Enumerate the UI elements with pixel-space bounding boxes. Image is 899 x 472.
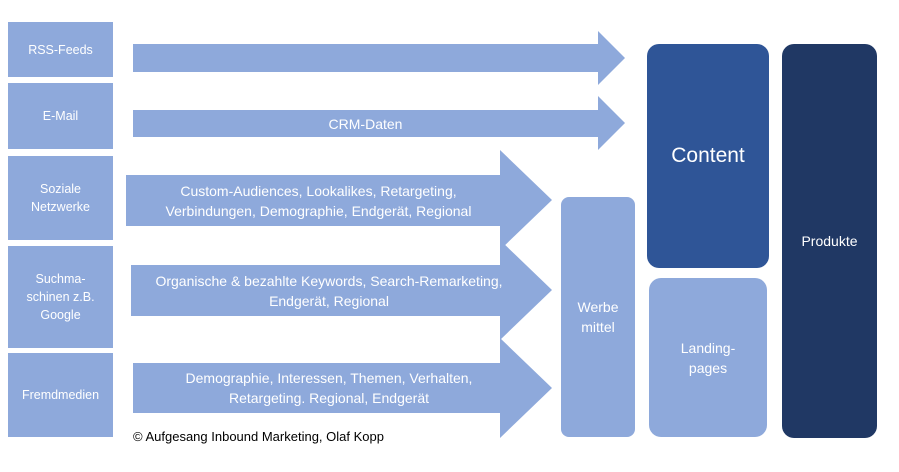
werbemittel-label: Werbe mittel — [577, 299, 619, 335]
copyright-footer: © Aufgesang Inbound Marketing, Olaf Kopp — [133, 429, 384, 444]
landing-pages-label: Landing-pages — [680, 339, 736, 376]
box-produkte: Produkte — [782, 44, 877, 438]
social-targeting-text: Custom-Audiences, Lookalikes, Retargetin… — [165, 182, 472, 219]
source-email: E-Mail — [8, 83, 113, 149]
source-search-engines-label: Suchma-schinen z.B. Google — [26, 272, 95, 322]
box-content: Content — [647, 44, 769, 268]
arrow-search — [131, 240, 552, 340]
box-landing-pages: Landing-pages — [649, 278, 767, 437]
arrow-email — [133, 96, 625, 150]
arrow-social-label: Custom-Audiences, Lookalikes, Retargetin… — [146, 175, 491, 226]
arrow-crm-label: CRM-Daten — [133, 110, 598, 137]
arrow-search-label: Organische & bezahlte Keywords, Search-R… — [140, 265, 518, 316]
source-external-media-label: Fremdmedien — [21, 388, 100, 402]
source-rss-feeds: RSS-Feeds — [8, 22, 113, 77]
arrow-media-label: Demographie, Interessen, Themen, Verhalt… — [170, 363, 488, 413]
source-search-engines: Suchma-schinen z.B. Google — [8, 246, 113, 348]
arrow-rss — [133, 31, 625, 85]
arrow-social — [126, 150, 552, 250]
crm-data-text: CRM-Daten — [328, 115, 403, 132]
source-rss-feeds-label: RSS-Feeds — [28, 42, 93, 57]
source-external-media: Fremdmedien — [8, 353, 113, 437]
source-social-networks: Soziale Netzwerke — [8, 156, 113, 240]
media-targeting-text: Demographie, Interessen, Themen, Verhalt… — [185, 370, 473, 406]
produkte-label: Produkte — [801, 233, 858, 249]
source-email-label: E-Mail — [42, 109, 79, 123]
content-label: Content — [671, 144, 745, 167]
arrow-media — [133, 338, 552, 438]
source-social-networks-label: Soziale Netzwerke — [30, 182, 91, 214]
box-werbemittel: Werbe mittel — [561, 197, 635, 437]
search-targeting-text: Organische & bezahlte Keywords, Search-R… — [155, 272, 503, 309]
